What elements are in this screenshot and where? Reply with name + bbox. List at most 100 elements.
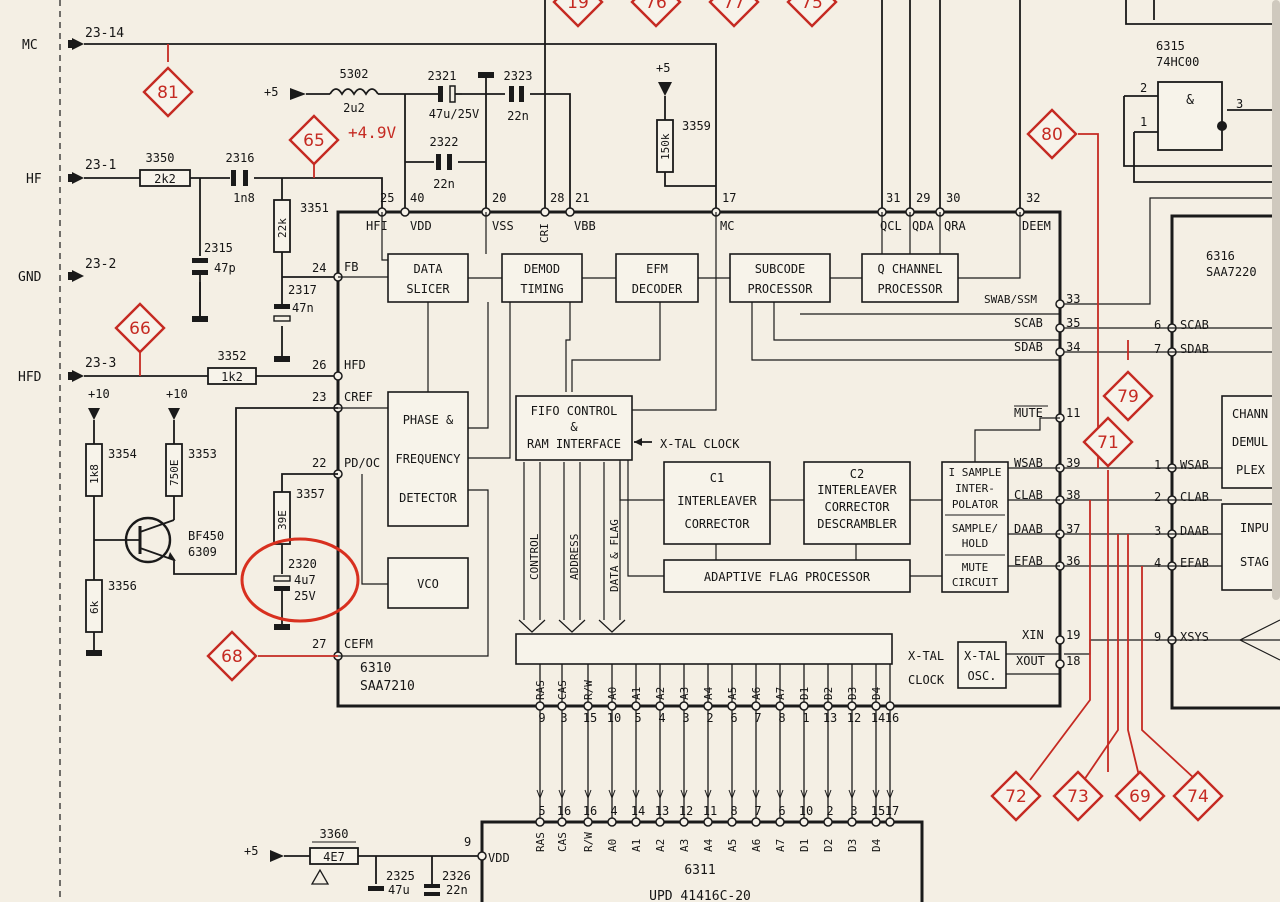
svg-text:EFAB: EFAB bbox=[1180, 556, 1209, 570]
svg-text:I SAMPLE: I SAMPLE bbox=[949, 466, 1002, 479]
block-adaptive-flag-processor: ADAPTIVE FLAG PROCESSOR bbox=[663, 559, 911, 593]
svg-text:4u7: 4u7 bbox=[294, 573, 316, 587]
svg-text:18: 18 bbox=[1066, 654, 1080, 668]
svg-text:WSAB: WSAB bbox=[1014, 456, 1043, 470]
pin-number: 10 bbox=[607, 711, 621, 725]
ic-6311-vdd: VDD 9 bbox=[464, 835, 510, 865]
svg-text:6315: 6315 bbox=[1156, 39, 1185, 53]
block-q-channel-processor: Q CHANNEL PROCESSOR bbox=[861, 253, 959, 303]
pin-label: D3 bbox=[846, 839, 859, 852]
block-data-slicer: DATA SLICER bbox=[387, 253, 469, 303]
svg-text:TIMING: TIMING bbox=[520, 282, 563, 296]
svg-text:40: 40 bbox=[410, 191, 424, 205]
voltage-note: +4.9V bbox=[348, 123, 397, 142]
marker-t2: 76 bbox=[630, 0, 682, 28]
svg-text:CORRECTOR: CORRECTOR bbox=[824, 500, 890, 514]
connector-pin-gnd: GND 23-2 bbox=[18, 257, 116, 285]
svg-text:+5: +5 bbox=[264, 85, 278, 99]
svg-text:1: 1 bbox=[1140, 115, 1147, 129]
svg-text:2325: 2325 bbox=[386, 869, 415, 883]
svg-text:39: 39 bbox=[1066, 456, 1080, 470]
svg-text:66: 66 bbox=[129, 319, 151, 339]
svg-text:RAM INTERFACE: RAM INTERFACE bbox=[527, 437, 621, 451]
svg-text:PHASE &: PHASE & bbox=[403, 413, 454, 427]
svg-text:6k: 6k bbox=[88, 600, 101, 614]
block-subcode-processor: SUBCODE PROCESSOR bbox=[729, 253, 831, 303]
svg-text:VDD: VDD bbox=[410, 219, 432, 233]
xtal-clock-input-label: X-TAL CLOCK bbox=[660, 437, 740, 451]
svg-text:VDD: VDD bbox=[488, 851, 510, 865]
svg-text:2315: 2315 bbox=[204, 241, 233, 255]
svg-text:9: 9 bbox=[1154, 630, 1161, 644]
pin-number: 23-2 bbox=[85, 257, 116, 272]
block-vco: VCO bbox=[387, 557, 469, 609]
svg-text:2k2: 2k2 bbox=[154, 172, 176, 186]
marker-m68: 68 bbox=[206, 630, 258, 682]
svg-text:77: 77 bbox=[723, 0, 745, 13]
svg-text:POLATOR: POLATOR bbox=[952, 498, 999, 511]
connector-pin-hf: HF 23-1 bbox=[26, 158, 116, 187]
svg-text:FB: FB bbox=[344, 260, 358, 274]
svg-text:30: 30 bbox=[946, 191, 960, 205]
svg-text:+5: +5 bbox=[656, 61, 670, 75]
resistor-3351: 22k 3351 bbox=[273, 199, 329, 253]
svg-text:3360: 3360 bbox=[320, 827, 349, 841]
svg-text:DATA: DATA bbox=[414, 262, 444, 276]
block-c2-interleaver: C2 INTERLEAVER CORRECTOR DESCRAMBLER bbox=[803, 461, 911, 545]
svg-text:47p: 47p bbox=[214, 261, 236, 275]
svg-text:HOLD: HOLD bbox=[962, 537, 989, 550]
svg-text:SAA7220: SAA7220 bbox=[1206, 265, 1257, 279]
pin-label: D1 bbox=[798, 687, 811, 700]
marker-m72: 72 bbox=[990, 770, 1042, 822]
svg-text:6: 6 bbox=[1154, 318, 1161, 332]
svg-text:32: 32 bbox=[1026, 191, 1040, 205]
pin-number: 23-1 bbox=[85, 158, 116, 173]
supply-5v-top: +5 bbox=[264, 85, 306, 100]
svg-text:150k: 150k bbox=[659, 133, 672, 160]
svg-text:Q CHANNEL: Q CHANNEL bbox=[877, 262, 942, 276]
marker-m79: 79 bbox=[1102, 370, 1154, 422]
svg-text:11: 11 bbox=[1066, 406, 1080, 420]
pin-number: 7 bbox=[754, 804, 761, 818]
svg-text:BF450: BF450 bbox=[188, 529, 224, 543]
svg-text:2u2: 2u2 bbox=[343, 101, 365, 115]
pin-label: D4 bbox=[870, 838, 883, 852]
pin-label: D4 bbox=[870, 686, 883, 700]
svg-text:22n: 22n bbox=[433, 177, 455, 191]
svg-text:3357: 3357 bbox=[296, 487, 325, 501]
svg-text:25V: 25V bbox=[294, 589, 316, 603]
svg-text:2323: 2323 bbox=[504, 69, 533, 83]
capacitor-2323: 2323 22n bbox=[478, 69, 532, 123]
pin-label: RAS bbox=[534, 680, 547, 700]
pin-number: 1 bbox=[802, 711, 809, 725]
svg-text:MUTE: MUTE bbox=[1014, 406, 1043, 420]
ic-6311-outline bbox=[480, 820, 924, 902]
pin-label: A6 bbox=[750, 839, 763, 852]
pin-number: 4 bbox=[610, 804, 617, 818]
svg-text:1k2: 1k2 bbox=[221, 370, 243, 384]
svg-text:19: 19 bbox=[1066, 628, 1080, 642]
ic-6316: 6316 SAA7220 CHANN DEMUL PLEX INPU STAG … bbox=[1064, 197, 1280, 710]
svg-text:C2: C2 bbox=[850, 467, 864, 481]
svg-text:2317: 2317 bbox=[288, 283, 317, 297]
svg-text:SWAB/SSM: SWAB/SSM bbox=[984, 293, 1037, 306]
pin-number: 10 bbox=[799, 804, 813, 818]
ic-6310-top-pins: 25 40 20 28 21 17 31 29 30 32 HFI VDD VS… bbox=[366, 191, 1051, 243]
svg-text:SDAB: SDAB bbox=[1180, 342, 1209, 356]
pin-number: 2 bbox=[706, 711, 713, 725]
svg-text:6316: 6316 bbox=[1206, 249, 1235, 263]
vertical-scrollbar[interactable] bbox=[1272, 0, 1280, 600]
svg-text:CONTROL: CONTROL bbox=[528, 533, 541, 580]
svg-text:SDAB: SDAB bbox=[1014, 340, 1043, 354]
ic-6310-left-pins: 24 26 23 22 27 FB HFD CREF PD/OC CEFM bbox=[312, 260, 380, 661]
pin-label: A3 bbox=[678, 839, 691, 852]
svg-text:25: 25 bbox=[380, 191, 394, 205]
block-xtal-osc: X-TAL OSC. bbox=[957, 641, 1007, 689]
svg-text:DESCRAMBLER: DESCRAMBLER bbox=[817, 517, 897, 531]
svg-text:3359: 3359 bbox=[682, 119, 711, 133]
svg-text:47u/25V: 47u/25V bbox=[429, 107, 480, 121]
marker-m66: 66 bbox=[114, 302, 166, 354]
svg-text:4E7: 4E7 bbox=[323, 850, 345, 864]
pin-label: CAS bbox=[556, 680, 569, 700]
